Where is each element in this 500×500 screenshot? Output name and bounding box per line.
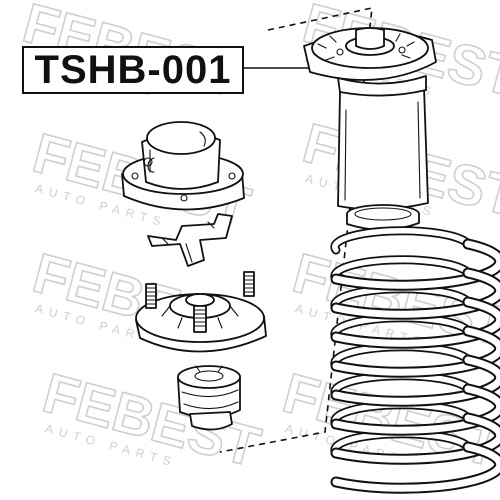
part-number-box: TSHB-001 [22, 46, 244, 94]
lower-strut-mount [135, 271, 267, 353]
spring-coil-back-fill [332, 227, 471, 253]
mount-stud-front [193, 305, 207, 333]
part-number-label: TSHB-001 [34, 48, 232, 92]
shock-boot [303, 27, 437, 231]
coil-spring [330, 226, 500, 494]
mounting-bracket [147, 213, 233, 267]
spring-coil-front-fill [332, 443, 500, 492]
upper-strut-mount [121, 121, 245, 211]
spring-coil-back-fill [332, 256, 471, 282]
mount-stud-left [145, 283, 157, 309]
mount-stud-right [243, 271, 255, 297]
bump-stop [177, 365, 241, 431]
